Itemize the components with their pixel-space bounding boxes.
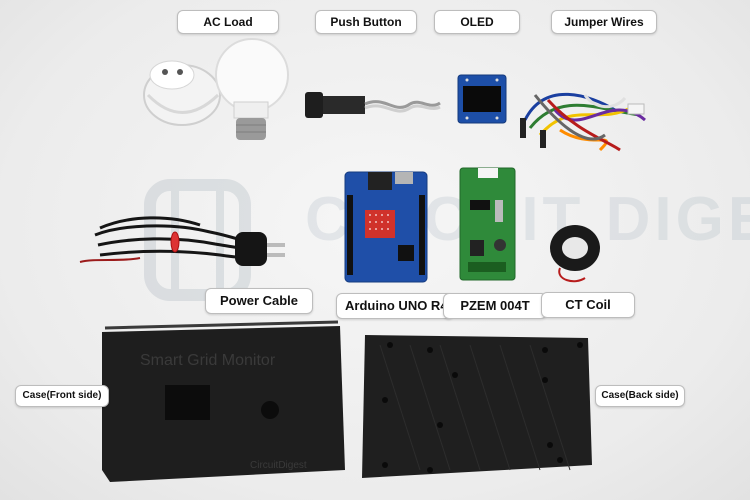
case-front: Smart Grid Monitor CircuitDigest bbox=[102, 320, 345, 482]
label-arduino: Arduino UNO R4 bbox=[336, 293, 454, 319]
label-power-cable: Power Cable bbox=[205, 288, 313, 314]
label-ct-coil: CT Coil bbox=[541, 292, 635, 318]
oled-module bbox=[457, 74, 507, 124]
label-case-back: Case(Back side) bbox=[595, 385, 685, 407]
label-jumper-wires: Jumper Wires bbox=[551, 10, 657, 34]
label-case-front: Case(Front side) bbox=[15, 385, 109, 407]
case-front-engraving: Smart Grid Monitor bbox=[140, 352, 276, 369]
ct-coil bbox=[550, 225, 600, 283]
jumper-wires bbox=[520, 92, 646, 152]
case-front-brand: CircuitDigest bbox=[250, 460, 307, 471]
label-oled: OLED bbox=[434, 10, 520, 34]
led-bulb bbox=[215, 38, 289, 140]
label-push-button: Push Button bbox=[315, 10, 417, 34]
push-button-component bbox=[305, 92, 441, 118]
label-pzem: PZEM 004T bbox=[443, 293, 547, 319]
power-cable bbox=[79, 216, 285, 266]
bulb-holder bbox=[143, 60, 221, 126]
arduino-board bbox=[344, 171, 428, 283]
label-ac-load: AC Load bbox=[177, 10, 279, 34]
case-back bbox=[362, 335, 592, 478]
pzem-board bbox=[459, 167, 516, 281]
